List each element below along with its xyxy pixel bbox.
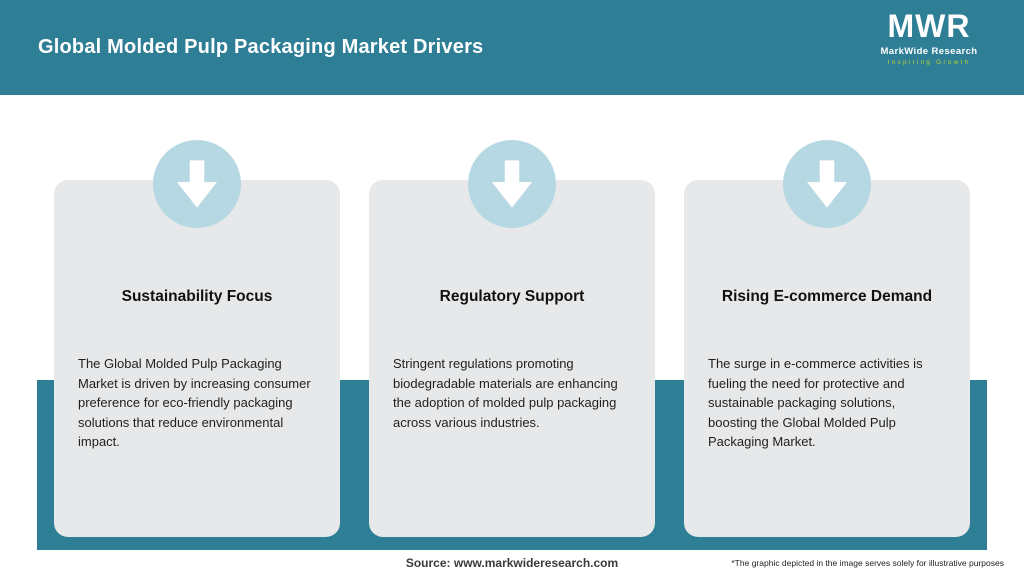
disclaimer-text: *The graphic depicted in the image serve… (731, 558, 1004, 568)
card-title: Sustainability Focus (121, 288, 273, 305)
logo-text: MWR (887, 8, 971, 44)
card-title: Regulatory Support (439, 288, 585, 305)
page-title: Global Molded Pulp Packaging Market Driv… (38, 36, 484, 58)
down-arrow-icon (783, 140, 871, 228)
logo-tagline: Inspiring Growth (887, 58, 971, 66)
header-bar: Global Molded Pulp Packaging Market Driv… (0, 0, 1024, 95)
driver-column-sustainability: Sustainability Focus The Global Molded P… (37, 140, 357, 552)
card-body: The surge in e-commerce activities is fu… (708, 356, 923, 449)
card-title: Rising E-commerce Demand (721, 288, 933, 305)
card-body: Stringent regulations promoting biodegra… (393, 356, 618, 430)
markwide-logo: MWR MarkWide Research Inspiring Growth (864, 8, 994, 66)
driver-card: Rising E-commerce Demand The surge in e-… (684, 180, 970, 537)
down-arrow-icon (153, 140, 241, 228)
driver-card: Sustainability Focus The Global Molded P… (54, 180, 340, 537)
card-body: The Global Molded Pulp Packaging Market … (78, 356, 311, 449)
driver-card: Regulatory Support Stringent regulations… (369, 180, 655, 537)
logo-subtitle: MarkWide Research (880, 45, 978, 57)
down-arrow-icon (468, 140, 556, 228)
source-text: Source: www.markwideresearch.com (405, 556, 619, 570)
driver-column-ecommerce: Rising E-commerce Demand The surge in e-… (667, 140, 987, 552)
driver-column-regulatory: Regulatory Support Stringent regulations… (352, 140, 672, 552)
